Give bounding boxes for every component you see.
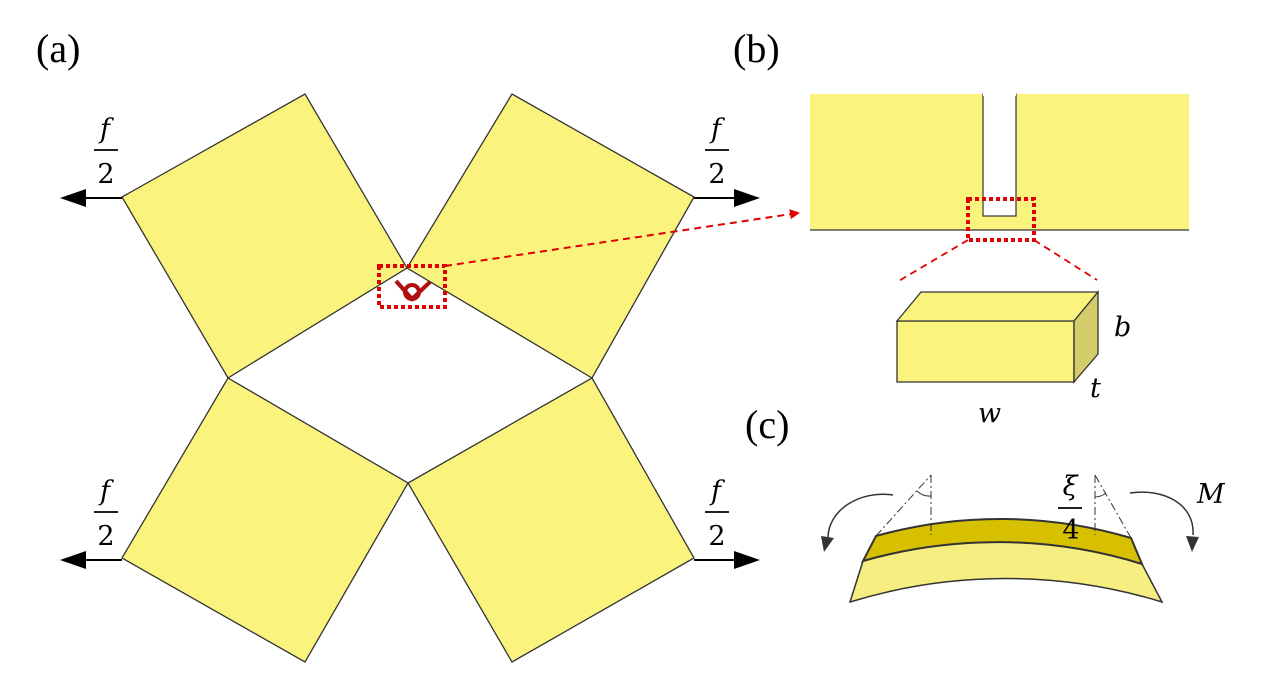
svg-text:4: 4 [1062,515,1079,546]
svg-text:ξ: ξ [1063,471,1079,502]
svg-text:2: 2 [708,159,725,190]
hinge-slot-closeup [810,90,1189,283]
moment-arrow-left [821,493,894,552]
svg-text:f: f [98,476,114,507]
square-bottom-left [121,377,409,663]
svg-text:f: f [98,114,114,145]
angle-label: ξ 4 [1058,471,1082,546]
rotating-squares-structure [121,93,695,663]
label-thickness-t: t [1090,373,1101,404]
closeup-highlight [966,197,1036,242]
svg-text:f: f [709,476,725,507]
svg-text:f: f [709,114,725,145]
force-arrow-top-right [694,189,760,207]
left-angle-marker [875,474,932,537]
panel-label-a: (a) [36,26,80,71]
force-label-top-left: f 2 [94,114,118,190]
force-arrow-top-left [60,189,122,207]
square-top-left [121,93,408,379]
right-angle-marker [1094,474,1132,539]
svg-text:2: 2 [97,159,114,190]
force-label-bottom-left: f 2 [94,476,118,552]
force-arrow-bottom-right [694,551,760,569]
panel-label-b: (b) [733,26,780,71]
panel-label-c: (c) [745,402,789,447]
svg-text:2: 2 [97,521,114,552]
beam-dark-layer [861,517,1144,566]
hinge-icon [394,279,432,302]
moment-label: M [1196,479,1226,510]
label-depth-b: b [1114,312,1131,343]
label-width-w: w [978,398,1001,429]
square-bottom-right [407,377,695,663]
hinge-block-3d [895,290,1100,384]
force-label-top-right: f 2 [705,114,729,190]
svg-text:2: 2 [708,521,725,552]
hinge-highlight [377,209,800,309]
force-label-bottom-right: f 2 [705,476,729,552]
force-arrow-bottom-left [60,551,122,569]
moment-arrow-right [1129,491,1199,552]
bent-hinge-beam [848,517,1164,604]
